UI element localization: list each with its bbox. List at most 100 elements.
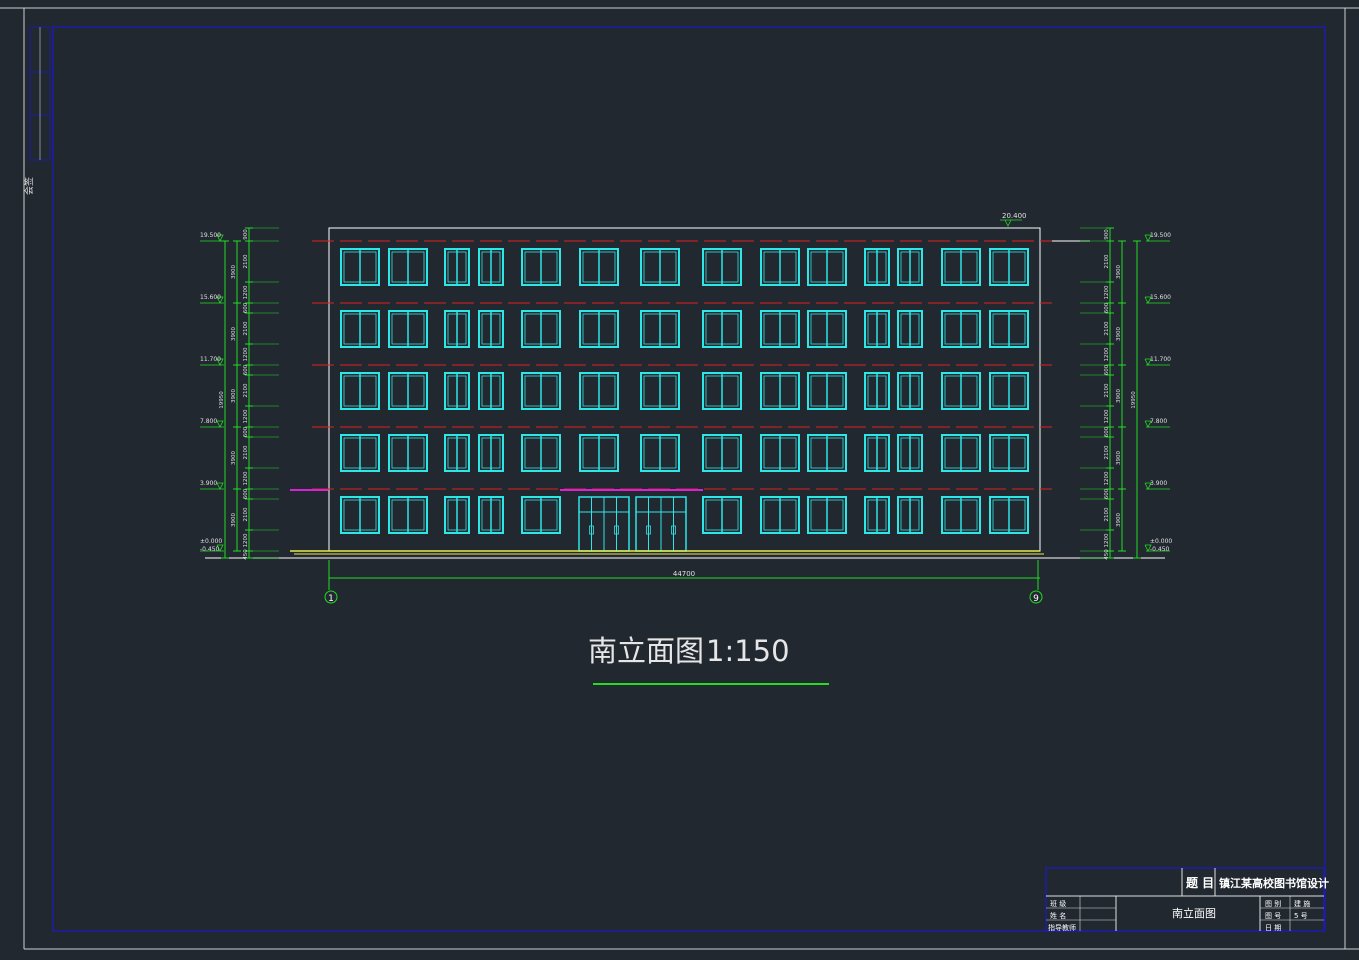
inner-dimension-label: 1200 (1104, 347, 1110, 361)
elevation-label: 7.800 (200, 418, 217, 425)
inner-dimension-label: 450 (1104, 549, 1110, 560)
window-sash (643, 437, 677, 469)
window (388, 496, 428, 534)
window (897, 434, 923, 472)
window (640, 310, 680, 348)
window-sash (705, 375, 739, 407)
outer-dimension-label: 3900 (231, 265, 237, 279)
window (760, 310, 800, 348)
window (444, 434, 470, 472)
inner-dimension-label: 1200 (1104, 471, 1110, 485)
window (807, 372, 847, 410)
drawing-title-group: 南立面图 1:150 (588, 634, 829, 685)
entrance-doors (578, 496, 687, 552)
outer-dimension-label: 3900 (231, 389, 237, 403)
elevation-triangle (216, 482, 224, 490)
title-block-frame (1045, 867, 1325, 932)
margin-label-countersign: 会签 (23, 177, 35, 195)
elevation-marker: 7.800 (1144, 418, 1170, 428)
floor-lines (312, 240, 1052, 490)
inner-dimension-label: 1200 (243, 347, 249, 361)
inner-dimension-label: 600 (1104, 302, 1110, 313)
window-sash (900, 251, 920, 283)
window-sash (763, 499, 797, 531)
entrance-door (578, 496, 630, 552)
window (340, 310, 380, 348)
window (340, 372, 380, 410)
window-sash (343, 437, 377, 469)
elevation-label: 3.900 (200, 480, 217, 487)
window (897, 372, 923, 410)
elevation-label: 11.700 (1150, 356, 1171, 363)
window-sash (447, 251, 467, 283)
inner-dimension-label: 900 (243, 229, 249, 240)
window (702, 372, 742, 410)
window-sash (867, 499, 887, 531)
window-sash (705, 437, 739, 469)
axis-label-left: 1 (328, 594, 334, 604)
window-sash (343, 375, 377, 407)
elevation-marker: 15.600 (200, 294, 224, 304)
inner-dimension-label: 450 (243, 549, 249, 560)
window (579, 248, 619, 286)
window-sash (481, 313, 501, 345)
window-sash (705, 499, 739, 531)
window (989, 496, 1029, 534)
sheet-frame: 会签 (0, 7, 1359, 950)
window (340, 434, 380, 472)
outer-dimension-label: 3900 (1116, 327, 1122, 341)
axis-bubble-left (324, 590, 338, 604)
window-sash (944, 313, 978, 345)
window-sash (481, 375, 501, 407)
window-sash (481, 251, 501, 283)
window (897, 310, 923, 348)
window (702, 310, 742, 348)
title-block-category-label: 图 别 (1265, 899, 1281, 908)
building-outline (328, 227, 1041, 552)
window (989, 310, 1029, 348)
window (340, 496, 380, 534)
window-sash (867, 437, 887, 469)
elevation-triangle (1144, 544, 1152, 552)
overall-width-dimension: 44700 1 9 (324, 560, 1043, 604)
title-block: 题 目 镇江某高校图书馆设计 南立面图 班 级 姓 名 指导教师 图 别 图 号… (1045, 867, 1329, 932)
window (864, 248, 890, 286)
window (897, 496, 923, 534)
outer-dimension-label: 3900 (231, 327, 237, 341)
elevation-label: 15.600 (200, 294, 221, 301)
elevation-label: 3.900 (1150, 480, 1167, 487)
window-sash (524, 251, 558, 283)
elevation-label: ±0.000 (200, 538, 222, 545)
inner-dimension-label: 2100 (243, 445, 249, 459)
dimension-lines: 19.500 15.600 11.700 7.800 3.900 ±0.000-0.450… (200, 227, 1172, 560)
window (521, 496, 561, 534)
elevation-marker: 11.700 (1144, 356, 1171, 366)
window (807, 496, 847, 534)
window-sash (705, 251, 739, 283)
window-sash (582, 251, 616, 283)
window-sash (763, 251, 797, 283)
title-block-number-value: 5 号 (1294, 912, 1308, 920)
door-handle (614, 525, 619, 535)
window (340, 248, 380, 286)
window (444, 310, 470, 348)
inner-dimension-label: 1200 (1104, 533, 1110, 547)
window-sash (343, 251, 377, 283)
elevation-label: -0.450 (200, 546, 220, 553)
window-sash (900, 437, 920, 469)
window-sash (810, 313, 844, 345)
total-dimension-label: 19950 (1131, 391, 1137, 409)
window (478, 496, 504, 534)
inner-dimension-label: 600 (243, 488, 249, 499)
roof-elevation-label: 20.400 (1002, 212, 1027, 220)
inner-dimension-label: 600 (1104, 488, 1110, 499)
inner-dimension-label: 600 (1104, 426, 1110, 437)
elevation-marker: 19.500 (200, 232, 224, 242)
window (579, 434, 619, 472)
inner-dimension-label: 2100 (1104, 507, 1110, 521)
axis-bubble-right (1029, 590, 1043, 604)
window (702, 496, 742, 534)
title-block-sheet-name: 南立面图 (1172, 906, 1216, 920)
window-sash (944, 375, 978, 407)
